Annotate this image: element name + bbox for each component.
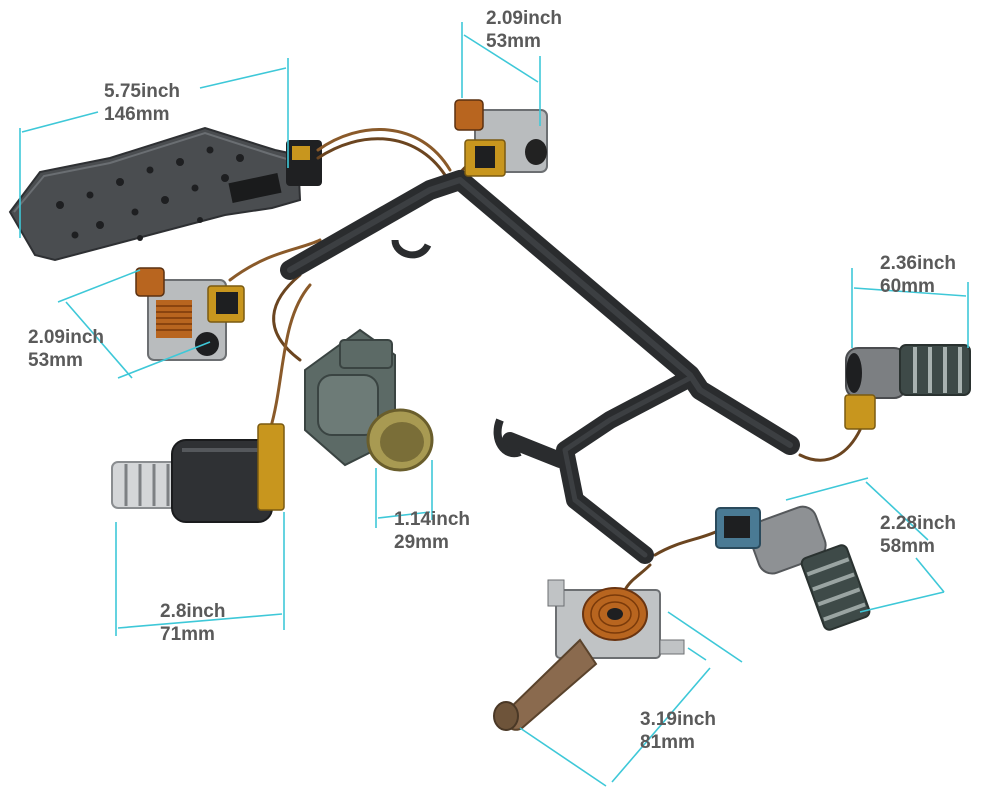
top-shift-solenoid xyxy=(454,99,548,177)
tcc-solenoid xyxy=(715,505,871,631)
measurement-inch: 3.19inch xyxy=(640,709,717,730)
measurement-label-top-solenoid: 2.09inch 53mm xyxy=(486,7,562,53)
measurement-label-valve-plate: 5.75inch 146mm xyxy=(104,80,180,126)
round-harness-connector xyxy=(304,328,434,472)
measurement-inch: 1.14inch xyxy=(394,509,471,530)
measurement-label-pwm-solenoid: 2.8inch 71mm xyxy=(160,600,225,646)
measurement-inch: 5.75inch xyxy=(104,81,181,102)
left-shift-solenoid xyxy=(135,267,245,361)
measurement-mm: 29mm xyxy=(394,532,449,553)
measurement-mm: 146mm xyxy=(104,104,170,125)
harness-wires xyxy=(228,128,862,592)
dimension-lines xyxy=(19,22,969,787)
measurement-label-round-connector: 1.14inch 29mm xyxy=(394,508,470,554)
pressure-control-solenoid xyxy=(493,579,685,731)
measurement-mm: 60mm xyxy=(880,276,935,297)
measurement-inch: 2.28inch xyxy=(880,513,957,534)
measurement-mm: 53mm xyxy=(28,350,83,371)
harness-clip xyxy=(493,418,522,458)
valve-body-plate xyxy=(8,126,322,262)
measurement-mm: 71mm xyxy=(160,624,215,645)
measurement-label-left-solenoid: 2.09inch 53mm xyxy=(28,326,104,372)
measurement-inch: 2.8inch xyxy=(160,601,226,622)
measurement-label-right-solenoid: 2.36inch 60mm xyxy=(880,252,956,298)
pwm-solenoid xyxy=(111,423,285,523)
measurement-mm: 53mm xyxy=(486,31,541,52)
harness-clip xyxy=(391,239,432,259)
measurement-inch: 2.09inch xyxy=(486,8,563,29)
right-shift-solenoid xyxy=(844,344,971,430)
measurement-inch: 2.36inch xyxy=(880,253,957,274)
measurement-mm: 81mm xyxy=(640,732,695,753)
measurement-label-tcc-solenoid: 2.28inch 58mm xyxy=(880,512,956,558)
harness-frame xyxy=(280,170,800,564)
measurement-label-pressure-solenoid: 3.19inch 81mm xyxy=(640,708,716,754)
measurement-inch: 2.09inch xyxy=(28,327,105,348)
measurement-mm: 58mm xyxy=(880,536,935,557)
